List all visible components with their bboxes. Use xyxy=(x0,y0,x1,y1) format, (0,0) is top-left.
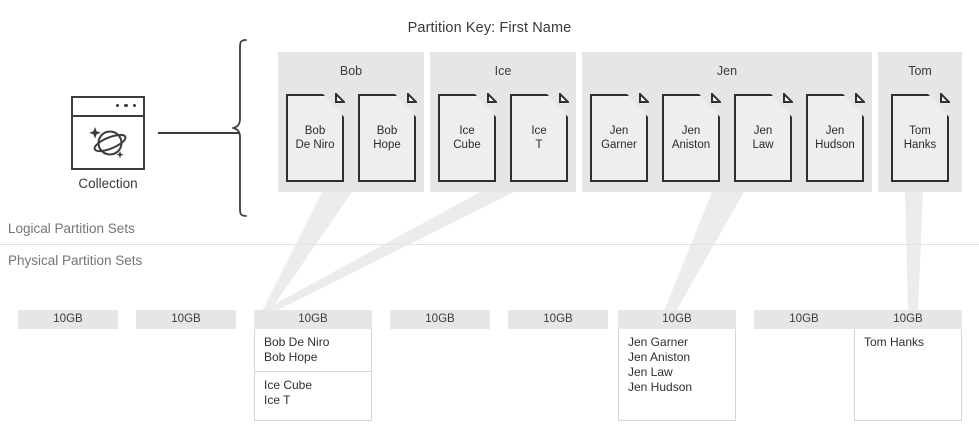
collection-group: Collection xyxy=(58,96,158,191)
funnel-jen xyxy=(664,192,744,311)
logical-partition-tom: Tom Tom Hanks xyxy=(878,52,962,192)
document-name: Bob Hope xyxy=(373,125,401,151)
planet-icon xyxy=(73,115,143,168)
funnel-bob xyxy=(262,192,352,311)
logical-partition-sets-label: Logical Partition Sets xyxy=(8,221,135,236)
funnel-ice xyxy=(262,192,514,311)
document-name: Jen Aniston xyxy=(671,125,711,151)
physical-partition-capacity: 10GB xyxy=(854,310,962,329)
document-card: Ice T xyxy=(510,93,569,182)
logical-partitions-brace xyxy=(232,39,247,217)
logical-partition-jen: Jen Jen Garner Jen xyxy=(582,52,872,192)
collection-window-icon xyxy=(71,96,145,170)
physical-partition-capacity: 10GB xyxy=(390,310,490,329)
document-list: Tom Hanks xyxy=(878,93,962,182)
document-name: Ice Cube xyxy=(453,125,481,151)
document-card: Jen Aniston xyxy=(662,93,721,182)
document-row: Jen Law xyxy=(628,365,673,379)
document-row: Jen Aniston xyxy=(628,350,691,364)
document-name: Ice T xyxy=(531,125,547,151)
partition-group: Jen Garner Jen Aniston Jen Law Jen Hudso… xyxy=(619,329,735,401)
document-card: Jen Garner xyxy=(590,93,649,182)
document-name: Jen Garner xyxy=(601,125,637,151)
document-name: Jen Hudson xyxy=(815,125,855,151)
document-card: Jen Hudson xyxy=(806,93,865,182)
document-card: Ice Cube xyxy=(438,93,497,182)
logical-partition-bob: Bob Bob De Niro Bob xyxy=(278,52,424,192)
physical-partition-capacity: 10GB xyxy=(254,310,372,329)
physical-partition-sets-label: Physical Partition Sets xyxy=(8,253,143,268)
document-card: Bob Hope xyxy=(358,93,417,182)
physical-partition-contents-jen: Jen Garner Jen Aniston Jen Law Jen Hudso… xyxy=(618,329,736,421)
document-card: Bob De Niro xyxy=(286,93,345,182)
logical-partition-key-label: Jen xyxy=(716,64,738,78)
collection-connector-line xyxy=(158,132,240,134)
document-name: Bob De Niro xyxy=(295,125,335,151)
window-titlebar xyxy=(73,98,143,117)
document-name: Jen Law xyxy=(752,125,774,151)
document-row: Tom Hanks xyxy=(864,335,925,349)
physical-partition-capacity: 10GB xyxy=(754,310,854,329)
physical-partition-contents-tom: Tom Hanks xyxy=(854,329,962,421)
physical-partition-capacity: 10GB xyxy=(136,310,236,329)
funnel-tom xyxy=(905,192,923,311)
logical-partition-key-label: Ice xyxy=(494,64,512,78)
window-dots-icon xyxy=(115,103,136,107)
document-row: Bob De Niro xyxy=(264,335,330,349)
document-list: Ice Cube Ice T xyxy=(430,93,576,182)
physical-partition-capacity: 10GB xyxy=(508,310,608,329)
logical-partition-ice: Ice Ice Cube Ice xyxy=(430,52,576,192)
document-row: Ice Cube xyxy=(264,378,313,392)
document-row: Jen Hudson xyxy=(628,380,693,394)
partition-group: Tom Hanks xyxy=(855,329,961,356)
physical-partition-capacity: 10GB xyxy=(618,310,736,329)
document-name: Tom Hanks xyxy=(903,125,937,151)
document-card: Jen Law xyxy=(734,93,793,182)
document-list: Bob De Niro Bob Hope xyxy=(278,93,424,182)
document-row: Bob Hope xyxy=(264,350,318,364)
physical-partition-capacity: 10GB xyxy=(18,310,118,329)
physical-partition-contents-bob-ice: Bob De Niro Bob Hope Ice Cube Ice T xyxy=(254,329,372,421)
partition-group: Bob De Niro Bob Hope xyxy=(255,329,371,371)
logical-partition-key-label: Bob xyxy=(339,64,363,78)
section-divider xyxy=(0,244,979,245)
document-row: Ice T xyxy=(264,393,291,407)
document-row: Jen Garner xyxy=(628,335,689,349)
logical-partition-key-label: Tom xyxy=(908,64,932,78)
document-card: Tom Hanks xyxy=(891,93,950,182)
document-list: Jen Garner Jen Aniston xyxy=(582,93,872,182)
partition-key-title: Partition Key: First Name xyxy=(407,20,572,36)
collection-label: Collection xyxy=(78,176,138,191)
partition-group: Ice Cube Ice T xyxy=(255,371,371,414)
